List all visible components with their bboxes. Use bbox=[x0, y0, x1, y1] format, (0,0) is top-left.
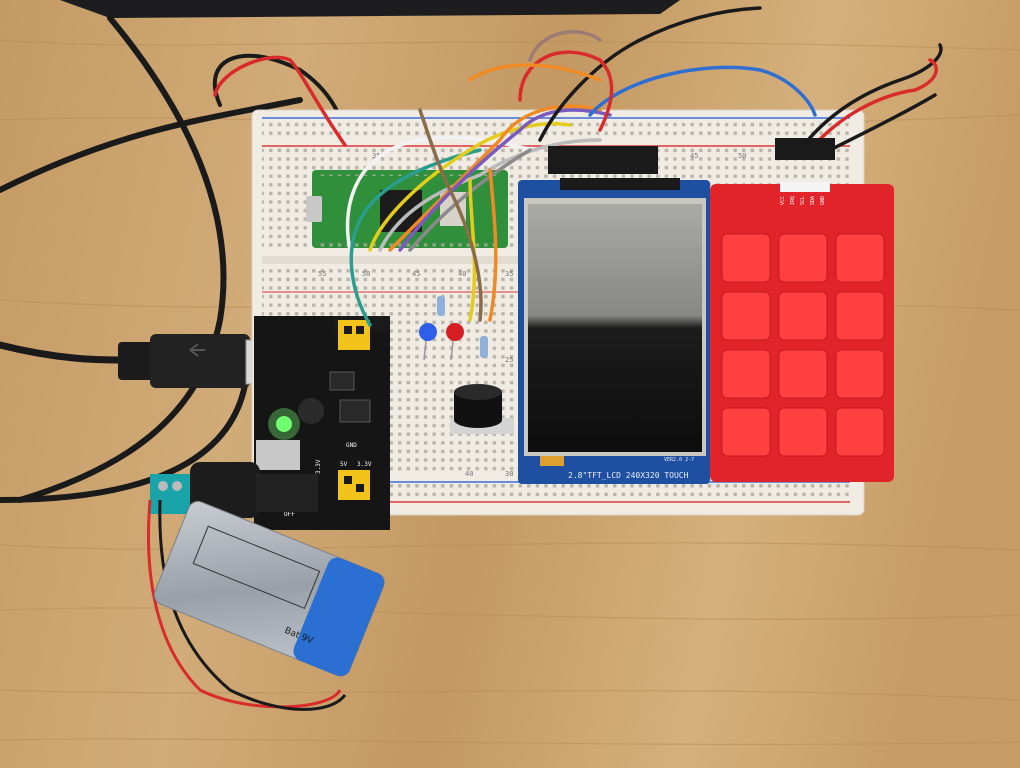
svg-text:VCC: VCC bbox=[780, 196, 786, 205]
keypad-key bbox=[778, 349, 828, 399]
red-led-icon bbox=[446, 323, 464, 361]
svg-text:50: 50 bbox=[738, 152, 746, 160]
svg-text:3.3V: 3.3V bbox=[357, 461, 372, 468]
keypad-key bbox=[721, 291, 771, 341]
tft-lcd-display: 2.8"TFT_LCD 240X320 TOUCH VER2.0 2-7 bbox=[518, 178, 710, 484]
keypad-key bbox=[778, 291, 828, 341]
svg-text:30: 30 bbox=[505, 470, 513, 478]
svg-text:40: 40 bbox=[458, 270, 466, 278]
header-connectors bbox=[548, 138, 835, 174]
blue-led-icon bbox=[419, 323, 437, 361]
power-led-icon bbox=[276, 416, 292, 432]
keypad-key bbox=[835, 233, 885, 283]
breadboard-top-numbers: 35 45 50 55 50 45 40 35 25 30 40 bbox=[318, 152, 746, 478]
keypad-key bbox=[778, 407, 828, 457]
svg-text:45: 45 bbox=[690, 152, 698, 160]
battery-icon: Bat 9V bbox=[146, 499, 385, 711]
keypad-key bbox=[835, 349, 885, 399]
keypad-key bbox=[721, 349, 771, 399]
jumper-wires bbox=[213, 6, 943, 327]
svg-text:OFF: OFF bbox=[284, 511, 295, 518]
keypad-key bbox=[778, 233, 828, 283]
svg-text:2.8"TFT_LCD 240X320 TOUCH: 2.8"TFT_LCD 240X320 TOUCH bbox=[568, 471, 689, 480]
keypad-key bbox=[835, 407, 885, 457]
pico-board bbox=[306, 168, 508, 248]
svg-text:50: 50 bbox=[362, 270, 370, 278]
svg-text:5V: 5V bbox=[340, 461, 348, 468]
keypad-key bbox=[721, 233, 771, 283]
svg-text:35: 35 bbox=[372, 152, 380, 160]
svg-text:GND: GND bbox=[820, 196, 826, 205]
buzzer-icon bbox=[450, 384, 514, 434]
svg-text:SCL: SCL bbox=[800, 196, 806, 205]
svg-text:45: 45 bbox=[412, 270, 420, 278]
monitor-base bbox=[60, 0, 680, 18]
svg-text:55: 55 bbox=[318, 270, 326, 278]
svg-text:25: 25 bbox=[505, 356, 513, 364]
keypad-key bbox=[721, 407, 771, 457]
svg-text:VER2.0 2-7: VER2.0 2-7 bbox=[664, 457, 694, 463]
svg-text:GND: GND bbox=[346, 442, 357, 449]
touch-keypad: VCC IRQ SCL SDA GND bbox=[710, 182, 894, 482]
resistors bbox=[437, 296, 488, 358]
svg-text:40: 40 bbox=[465, 470, 473, 478]
keypad-key bbox=[835, 291, 885, 341]
svg-text:3.3V: 3.3V bbox=[315, 459, 322, 474]
svg-text:SDA: SDA bbox=[810, 196, 816, 205]
svg-text:35: 35 bbox=[505, 270, 513, 278]
svg-text:IRQ: IRQ bbox=[790, 196, 796, 205]
